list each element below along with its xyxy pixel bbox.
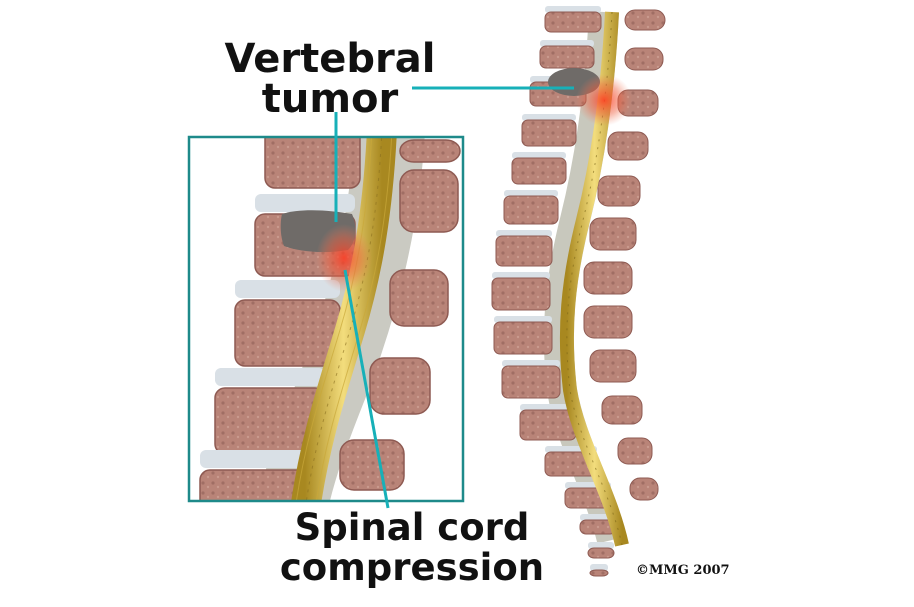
spinous-process bbox=[339, 439, 405, 491]
compression-label-line1: Spinal cord bbox=[295, 506, 530, 549]
compression-label-line2: compression bbox=[280, 546, 544, 589]
vertebral-body bbox=[493, 321, 553, 355]
intervertebral-disc bbox=[494, 316, 552, 323]
intervertebral-disc bbox=[588, 542, 614, 549]
intervertebral-disc bbox=[520, 404, 576, 411]
tumor-label-line1: Vertebral bbox=[225, 36, 436, 82]
compression-glow-full bbox=[576, 74, 632, 126]
spinous-process bbox=[583, 261, 633, 295]
spinous-process bbox=[629, 477, 659, 501]
vertebral-body bbox=[587, 547, 615, 559]
spinous-process bbox=[624, 47, 664, 71]
vertebral-body bbox=[521, 119, 577, 147]
spinous-process bbox=[389, 269, 449, 327]
spinous-process bbox=[601, 395, 643, 425]
intervertebral-disc bbox=[496, 230, 552, 237]
intervertebral-disc bbox=[540, 40, 594, 47]
intervertebral-disc bbox=[235, 280, 340, 298]
tumor-label-line2: tumor bbox=[262, 76, 399, 122]
intervertebral-disc bbox=[255, 194, 355, 212]
inset-border bbox=[187, 135, 465, 503]
intervertebral-disc bbox=[492, 272, 550, 279]
spinous-process bbox=[399, 169, 459, 233]
vertebral-body bbox=[539, 45, 595, 69]
spinous-process bbox=[583, 305, 633, 339]
inset-view bbox=[189, 137, 463, 501]
vertebral-body bbox=[503, 195, 559, 225]
spinous-process bbox=[597, 175, 641, 207]
spinous-process bbox=[369, 357, 431, 415]
spinous-process bbox=[589, 217, 637, 251]
intervertebral-disc bbox=[590, 564, 608, 571]
intervertebral-disc bbox=[522, 114, 576, 121]
vertebral-body bbox=[519, 409, 577, 441]
intervertebral-disc bbox=[200, 450, 310, 468]
vertebral-body bbox=[491, 277, 551, 311]
vertebral-body bbox=[589, 569, 609, 577]
intervertebral-disc bbox=[504, 190, 558, 197]
spinous-process bbox=[624, 9, 666, 31]
spinous-process bbox=[399, 139, 461, 163]
intervertebral-disc bbox=[512, 152, 566, 159]
vertebral-body bbox=[234, 299, 341, 367]
vertebral-body bbox=[501, 365, 561, 399]
compression-glow-inset bbox=[316, 224, 372, 292]
vertebral-body bbox=[544, 11, 602, 33]
copyright-text: ©MMG 2007 bbox=[636, 563, 730, 578]
spinous-process bbox=[617, 437, 653, 465]
vertebral-body bbox=[495, 235, 553, 267]
spinous-process bbox=[589, 349, 637, 383]
intervertebral-disc bbox=[545, 6, 601, 13]
intervertebral-disc bbox=[215, 368, 325, 386]
full-spine bbox=[491, 6, 666, 577]
compression-leader-line bbox=[343, 269, 390, 509]
vertebral-body bbox=[511, 157, 567, 185]
intervertebral-disc bbox=[502, 360, 560, 367]
spinous-process bbox=[607, 131, 649, 161]
